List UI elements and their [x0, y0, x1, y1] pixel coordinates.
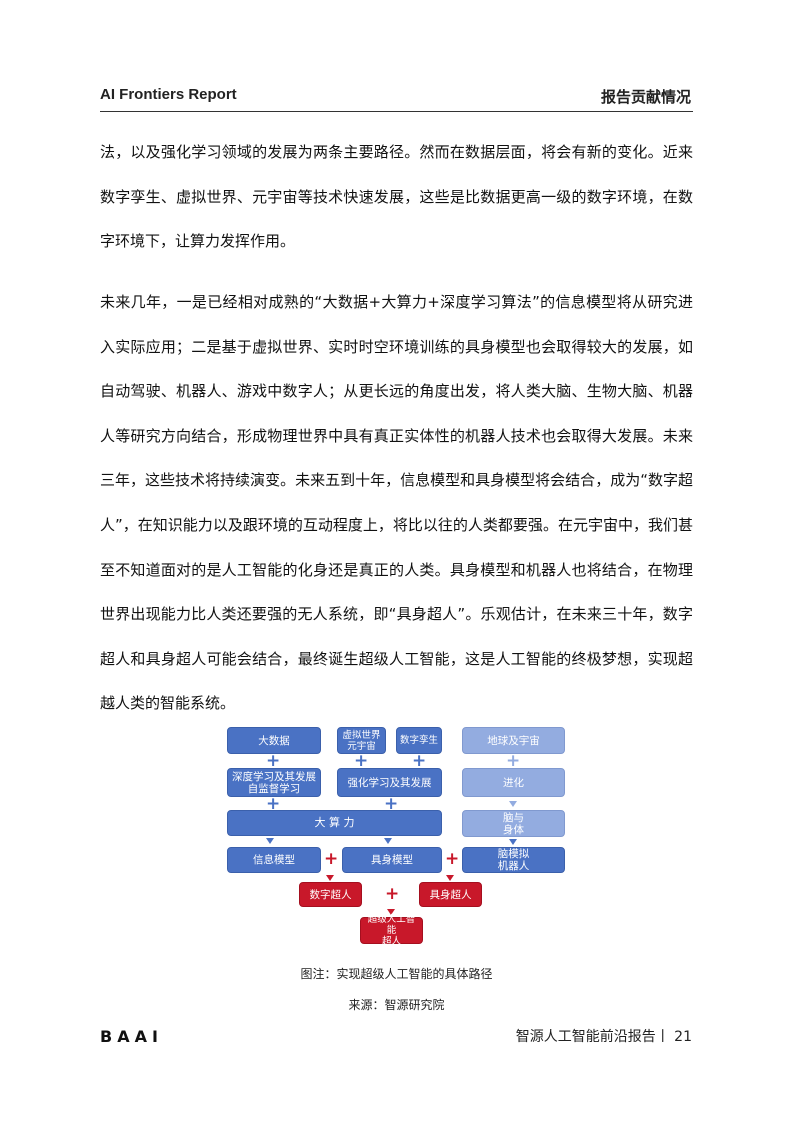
- box-embodied-model: 具身模型: [342, 847, 442, 873]
- box-digital-twin: 数字孪生: [396, 727, 442, 754]
- report-title: AI Frontiers Report: [100, 86, 237, 103]
- arrow-down-icon: [266, 838, 274, 844]
- box-embodied-superhuman: 具身超人: [419, 882, 482, 907]
- box-super-ai: 超级人工智能 超人: [360, 914, 423, 947]
- plus-icon: +: [445, 849, 460, 869]
- plus-icon: +: [324, 849, 339, 869]
- arrow-down-icon: [509, 839, 517, 845]
- arrow-down-icon: [387, 909, 395, 915]
- box-evolution: 进化: [462, 768, 565, 797]
- box-digital-superhuman: 数字超人: [299, 882, 362, 907]
- plus-icon: +: [506, 751, 521, 771]
- plus-icon: +: [384, 794, 399, 814]
- box-brain-body: 脑与 身体: [462, 810, 565, 837]
- body-paragraph-1: 法，以及强化学习领域的发展为两条主要路径。然而在数据层面，将会有新的变化。近来数…: [100, 143, 693, 251]
- arrow-down-icon: [446, 875, 454, 881]
- arrow-down-icon: [509, 801, 517, 807]
- body-paragraph-2: 未来几年，一是已经相对成熟的“大数据+大算力+深度学习算法”的信息模型将从研究进…: [100, 293, 693, 713]
- page-footer: 智源人工智能前沿报告丨 21: [515, 1029, 692, 1045]
- box-brain-robot: 脑模拟 机器人: [462, 847, 565, 873]
- figure-source: 来源：智源研究院: [348, 998, 445, 1012]
- plus-icon: +: [266, 751, 281, 771]
- box-reinforcement-learning: 强化学习及其发展: [337, 768, 442, 797]
- baai-logo: BAAI: [100, 1027, 163, 1046]
- box-big-data: 大数据: [227, 727, 321, 754]
- arrow-down-icon: [384, 838, 392, 844]
- plus-icon: +: [354, 751, 369, 771]
- arrow-down-icon: [326, 875, 334, 881]
- box-info-model: 信息模型: [227, 847, 321, 873]
- figure-caption: 图注：实现超级人工智能的具体路径: [300, 967, 493, 981]
- section-title: 报告贡献情况: [600, 88, 691, 106]
- box-virtual-world: 虚拟世界 元宇宙: [337, 727, 386, 754]
- box-deep-learning: 深度学习及其发展 自监督学习: [227, 768, 321, 797]
- box-compute: 大 算 力: [227, 810, 442, 836]
- plus-icon: +: [412, 751, 427, 771]
- header-divider: [100, 111, 693, 112]
- box-earth-universe: 地球及宇宙: [462, 727, 565, 754]
- plus-icon: +: [266, 794, 281, 814]
- plus-icon: +: [385, 884, 400, 904]
